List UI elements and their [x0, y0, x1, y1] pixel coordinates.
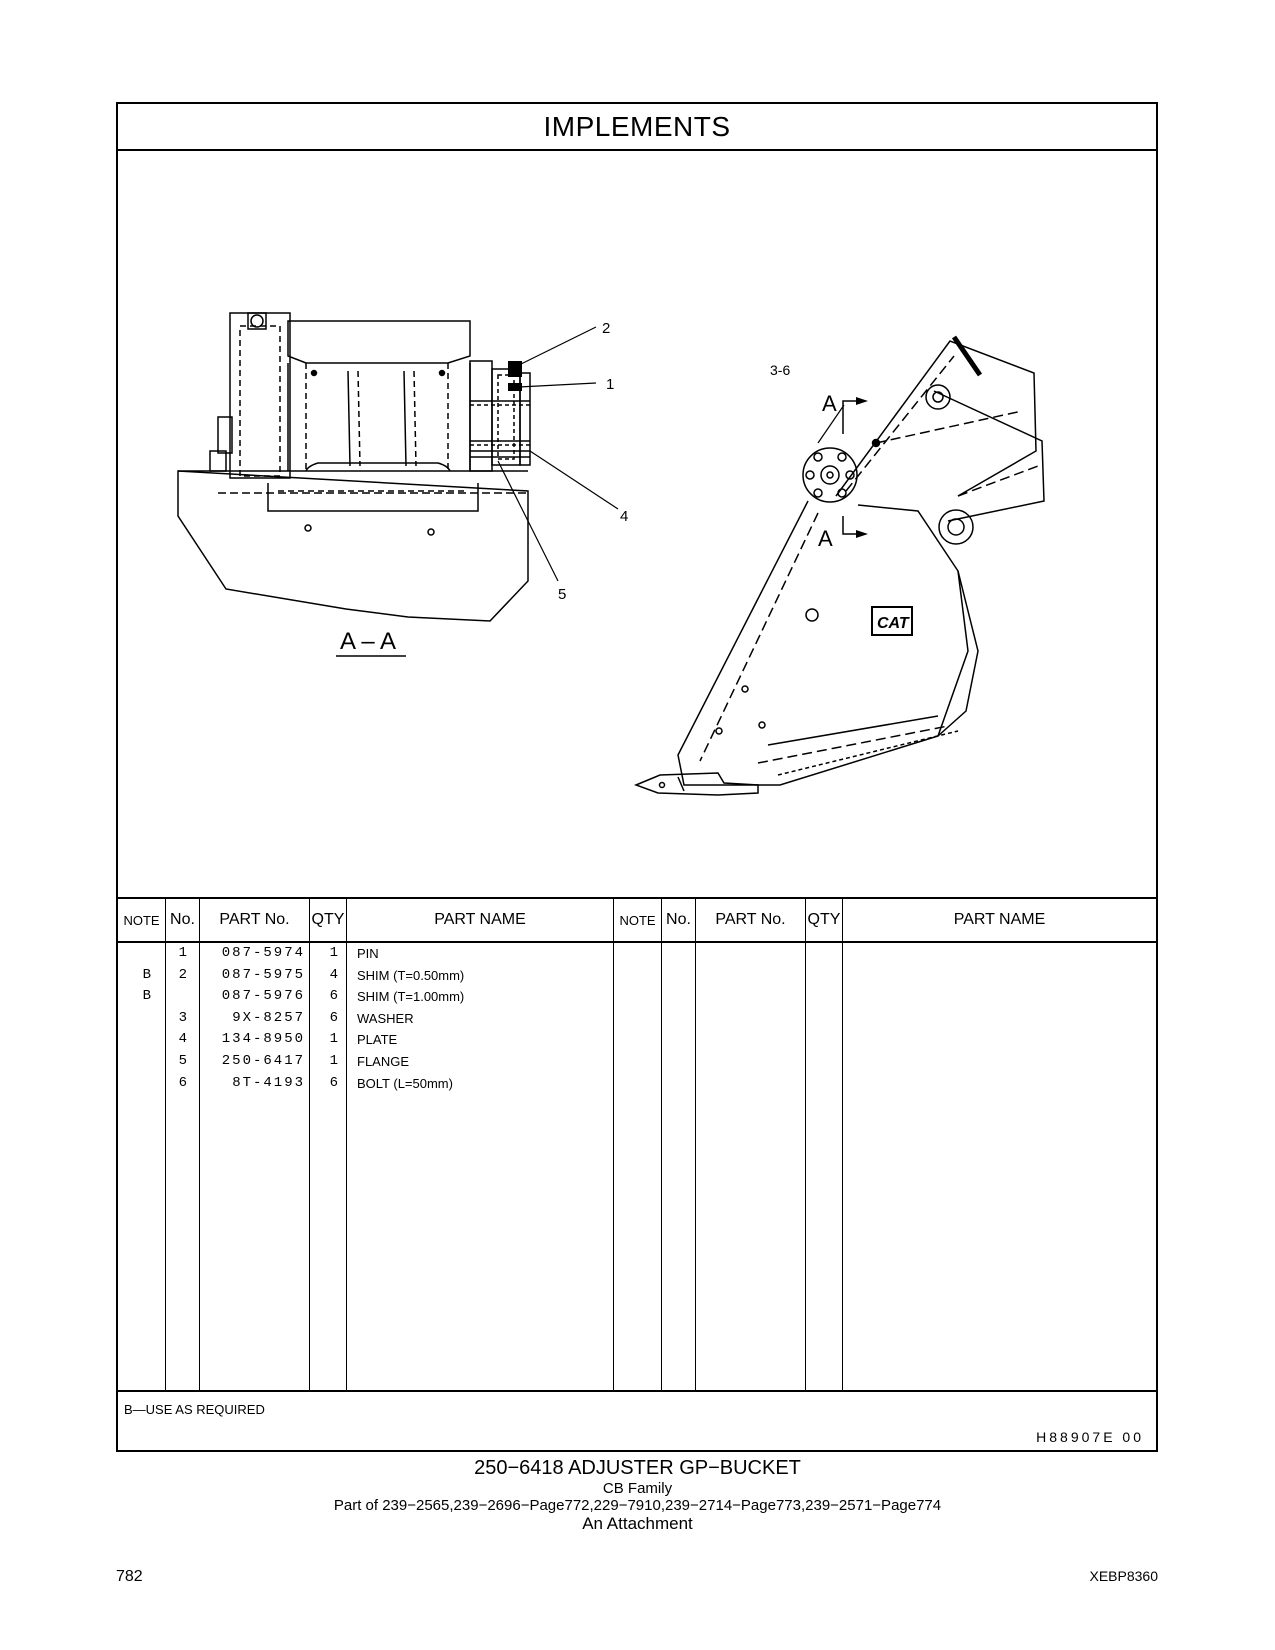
parts-page-frame: IMPLEMENTS [116, 102, 1158, 1452]
parts-row-name: PIN [357, 946, 379, 961]
parts-row-no: 2 [178, 966, 189, 983]
bucket-assembly [633, 335, 1045, 796]
parts-row-name: SHIM (T=1.00mm) [357, 989, 465, 1005]
parts-row-qty: 1 [329, 1031, 340, 1048]
callout-3-6: 3-6 [770, 362, 790, 378]
parts-row-no: 3 [178, 1009, 189, 1026]
parts-row-part-no: 087-5976 [221, 988, 305, 1005]
header-part-no: PART No. [200, 899, 309, 943]
parts-row-name: PLATE [357, 1032, 398, 1048]
parts-row-name: BOLT (L=50mm) [357, 1075, 453, 1091]
parts-row-qty: 6 [329, 1009, 340, 1026]
parts-row-name: WASHER [357, 1010, 414, 1026]
header-note: NOTE [118, 899, 165, 943]
parts-row-note [118, 1008, 153, 1030]
parts-row-note: B [142, 988, 153, 1005]
header-no-right: No. [662, 899, 695, 943]
drawing-number: H88907E 00 [1036, 1429, 1144, 1445]
header-qty-right: QTY [806, 899, 842, 943]
book-number: XEBP8360 [1089, 1568, 1159, 1584]
parts-row-part-no: 087-5974 [221, 945, 305, 961]
parts-row-note [118, 1051, 153, 1073]
header-note-right: NOTE [614, 899, 661, 943]
footnote: B—USE AS REQUIRED [124, 1402, 265, 1417]
parts-row-qty: 1 [329, 945, 340, 961]
parts-row-qty: 1 [329, 1052, 340, 1069]
parts-row-note [118, 1073, 153, 1095]
parts-row-name: SHIM (T=0.50mm) [357, 967, 465, 983]
attachment-label: An Attachment [582, 1514, 693, 1533]
callout-4: 4 [620, 508, 628, 525]
parts-row-note [118, 943, 153, 965]
section-view-label: A – A [340, 628, 396, 655]
parts-row-no: 5 [178, 1052, 189, 1069]
family-label: CB Family [602, 1480, 673, 1497]
header-qty: QTY [310, 899, 346, 943]
parts-row-no [166, 986, 189, 1008]
illustration-svg: 2 1 4 5 A – A [177, 312, 1045, 796]
page-number: 782 [116, 1568, 143, 1585]
header-part-name: PART NAME [347, 899, 613, 943]
parts-row-no: 1 [178, 945, 189, 961]
parts-table-right: NOTE No. PART No. QTY PART NAME [614, 899, 1156, 1390]
section-view-a-a [177, 312, 619, 622]
cat-logo-icon: CAT [871, 606, 913, 636]
parts-row-qty: 6 [329, 988, 340, 1005]
section-arrow-bottom-label: A [818, 526, 833, 551]
parts-row-no: 6 [178, 1074, 189, 1091]
parts-row-part-no: 250-6417 [221, 1052, 305, 1069]
shim-highlight [508, 361, 522, 377]
parts-row-part-no: 8T-4193 [232, 1074, 305, 1091]
header-part-no-right: PART No. [696, 899, 805, 943]
part-of-reference: Part of 239−2565,239−2696−Page772,229−79… [333, 1497, 942, 1514]
parts-row-note [118, 1029, 153, 1051]
parts-row-part-no: 134-8950 [221, 1031, 305, 1048]
parts-row-no: 4 [178, 1031, 189, 1048]
pin-highlight [508, 383, 522, 391]
exploded-view-drawing: 2 1 4 5 A – A [118, 151, 1156, 897]
section-title: IMPLEMENTS [118, 104, 1156, 151]
section-arrow-top-label: A [822, 391, 837, 416]
header-no: No. [166, 899, 199, 943]
header-part-name-right: PART NAME [843, 899, 1156, 943]
parts-row-name: FLANGE [357, 1053, 410, 1069]
parts-row-qty: 6 [329, 1074, 340, 1091]
svg-text:CAT: CAT [877, 615, 910, 632]
assembly-title: 250−6418 ADJUSTER GP−BUCKET [474, 1457, 801, 1479]
parts-row-qty: 4 [329, 966, 340, 983]
callout-5: 5 [558, 586, 566, 603]
callout-2: 2 [602, 320, 610, 337]
callout-1: 1 [606, 376, 614, 393]
parts-row-note: B [142, 966, 153, 983]
parts-row-part-no: 087-5975 [221, 966, 305, 983]
parts-row-part-no: 9X-8257 [232, 1009, 305, 1026]
